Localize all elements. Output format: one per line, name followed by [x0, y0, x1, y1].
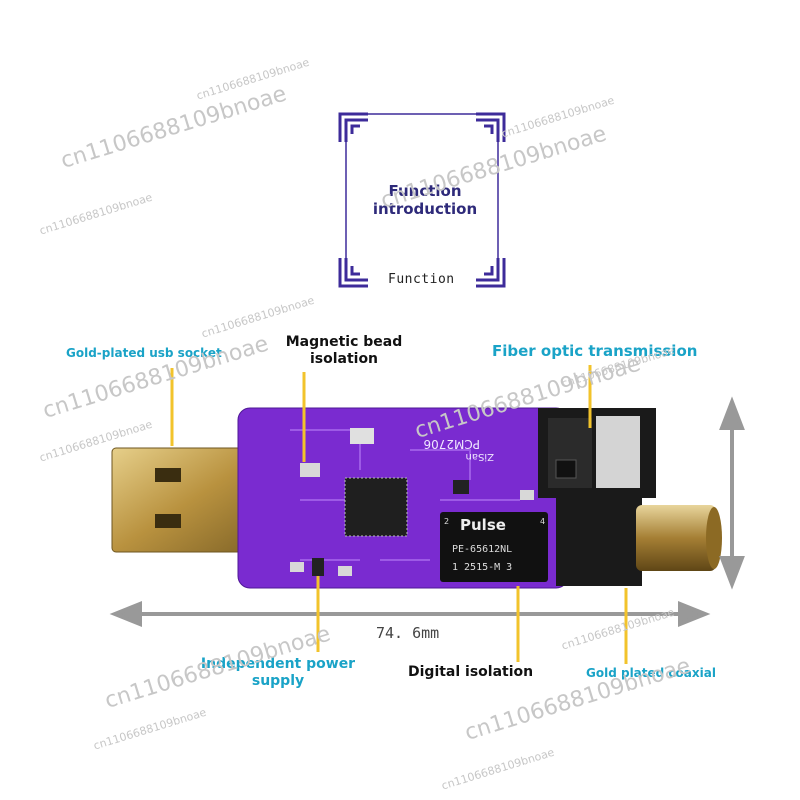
- header-title-line1: Function: [388, 182, 462, 200]
- label-power-line1: Independent power: [200, 656, 356, 672]
- optical-connector: [538, 408, 656, 498]
- label-magnetic-line2: isolation: [309, 351, 379, 367]
- label-independent-power: Independent power supply: [196, 656, 360, 690]
- label-magnetic-line1: Magnetic bead: [285, 334, 403, 350]
- pulse-pin-2: 2: [444, 517, 449, 526]
- pulse-code: 1 2515-M 3: [452, 562, 512, 573]
- label-magnetic-bead: Magnetic bead isolation: [280, 334, 408, 368]
- dimension-length: 74. 6mm: [376, 624, 440, 642]
- label-gold-coaxial: Gold plated coaxial: [586, 666, 716, 680]
- header-title: Function introduction: [340, 182, 510, 218]
- label-usb-socket: Gold-plated usb socket: [66, 346, 222, 360]
- header-title-line2: introduction: [372, 200, 478, 218]
- pulse-part: PE-65612NL: [452, 544, 512, 555]
- header-frame: [338, 112, 506, 288]
- pcb-board: PCM2706 ZiSan Pulse PE-65612NL 1 2515-M …: [237, 407, 569, 589]
- label-power-line2: supply: [251, 673, 305, 689]
- dimension-lines: [109, 396, 745, 627]
- label-digital-isolation: Digital isolation: [408, 664, 534, 680]
- coaxial-connector: [556, 498, 722, 586]
- pulse-pin-4: 4: [540, 517, 545, 526]
- chip-silkscreen: PCM2706: [423, 437, 480, 451]
- header-subtitle: Function: [388, 272, 455, 287]
- pulse-brand: Pulse: [460, 516, 506, 534]
- brand-silkscreen: ZiSan: [466, 451, 494, 462]
- label-fiber-optic: Fiber optic transmission: [492, 342, 698, 360]
- callout-lines: [170, 365, 628, 664]
